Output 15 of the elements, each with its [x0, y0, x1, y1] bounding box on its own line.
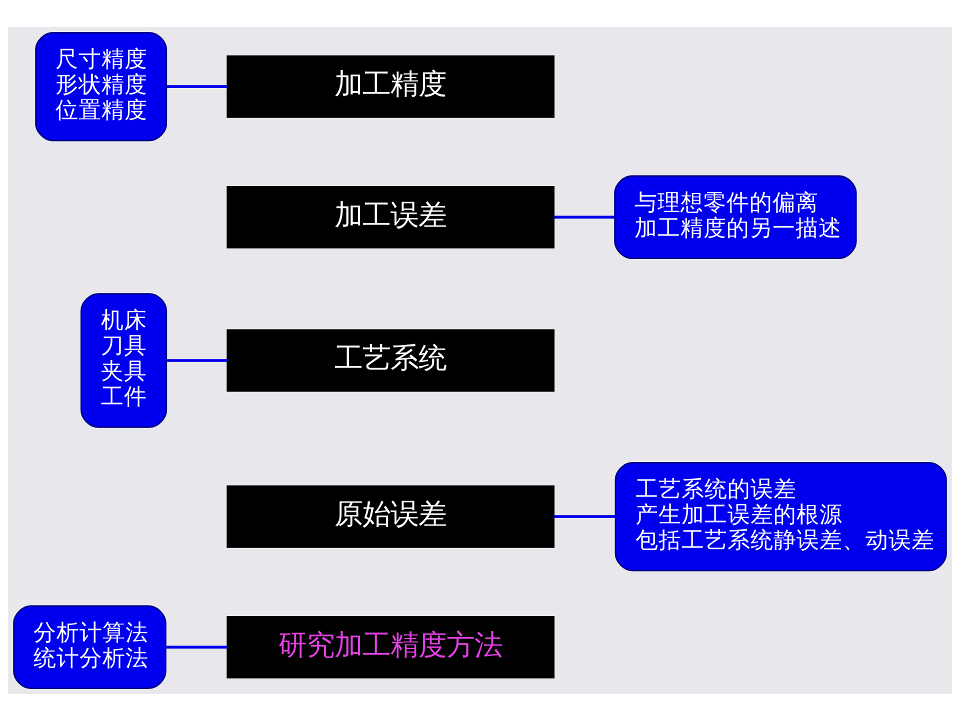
node-box: 与理想零件的偏离 加工精度的另一描述: [614, 174, 857, 259]
node-box: 加工误差: [226, 185, 554, 248]
node-box: 分析计算法 统计分析法: [13, 604, 166, 689]
node-box: 工艺系统的误差 产生加工误差的根源 包括工艺系统静误差、动误差: [614, 461, 947, 571]
connector: [554, 514, 616, 518]
connector: [166, 645, 228, 648]
node-box: 加工精度: [226, 54, 554, 118]
connector: [166, 358, 228, 362]
node-box: 研究加工精度方法: [226, 615, 554, 678]
node-box: 尺寸精度 形状精度 位置精度: [35, 31, 168, 141]
node-box: 原始误差: [226, 484, 554, 548]
node-box: 机床 刀具 夹具 工件: [80, 292, 168, 428]
connector: [554, 215, 614, 218]
connector: [166, 84, 228, 88]
node-box: 工艺系统: [226, 328, 554, 392]
